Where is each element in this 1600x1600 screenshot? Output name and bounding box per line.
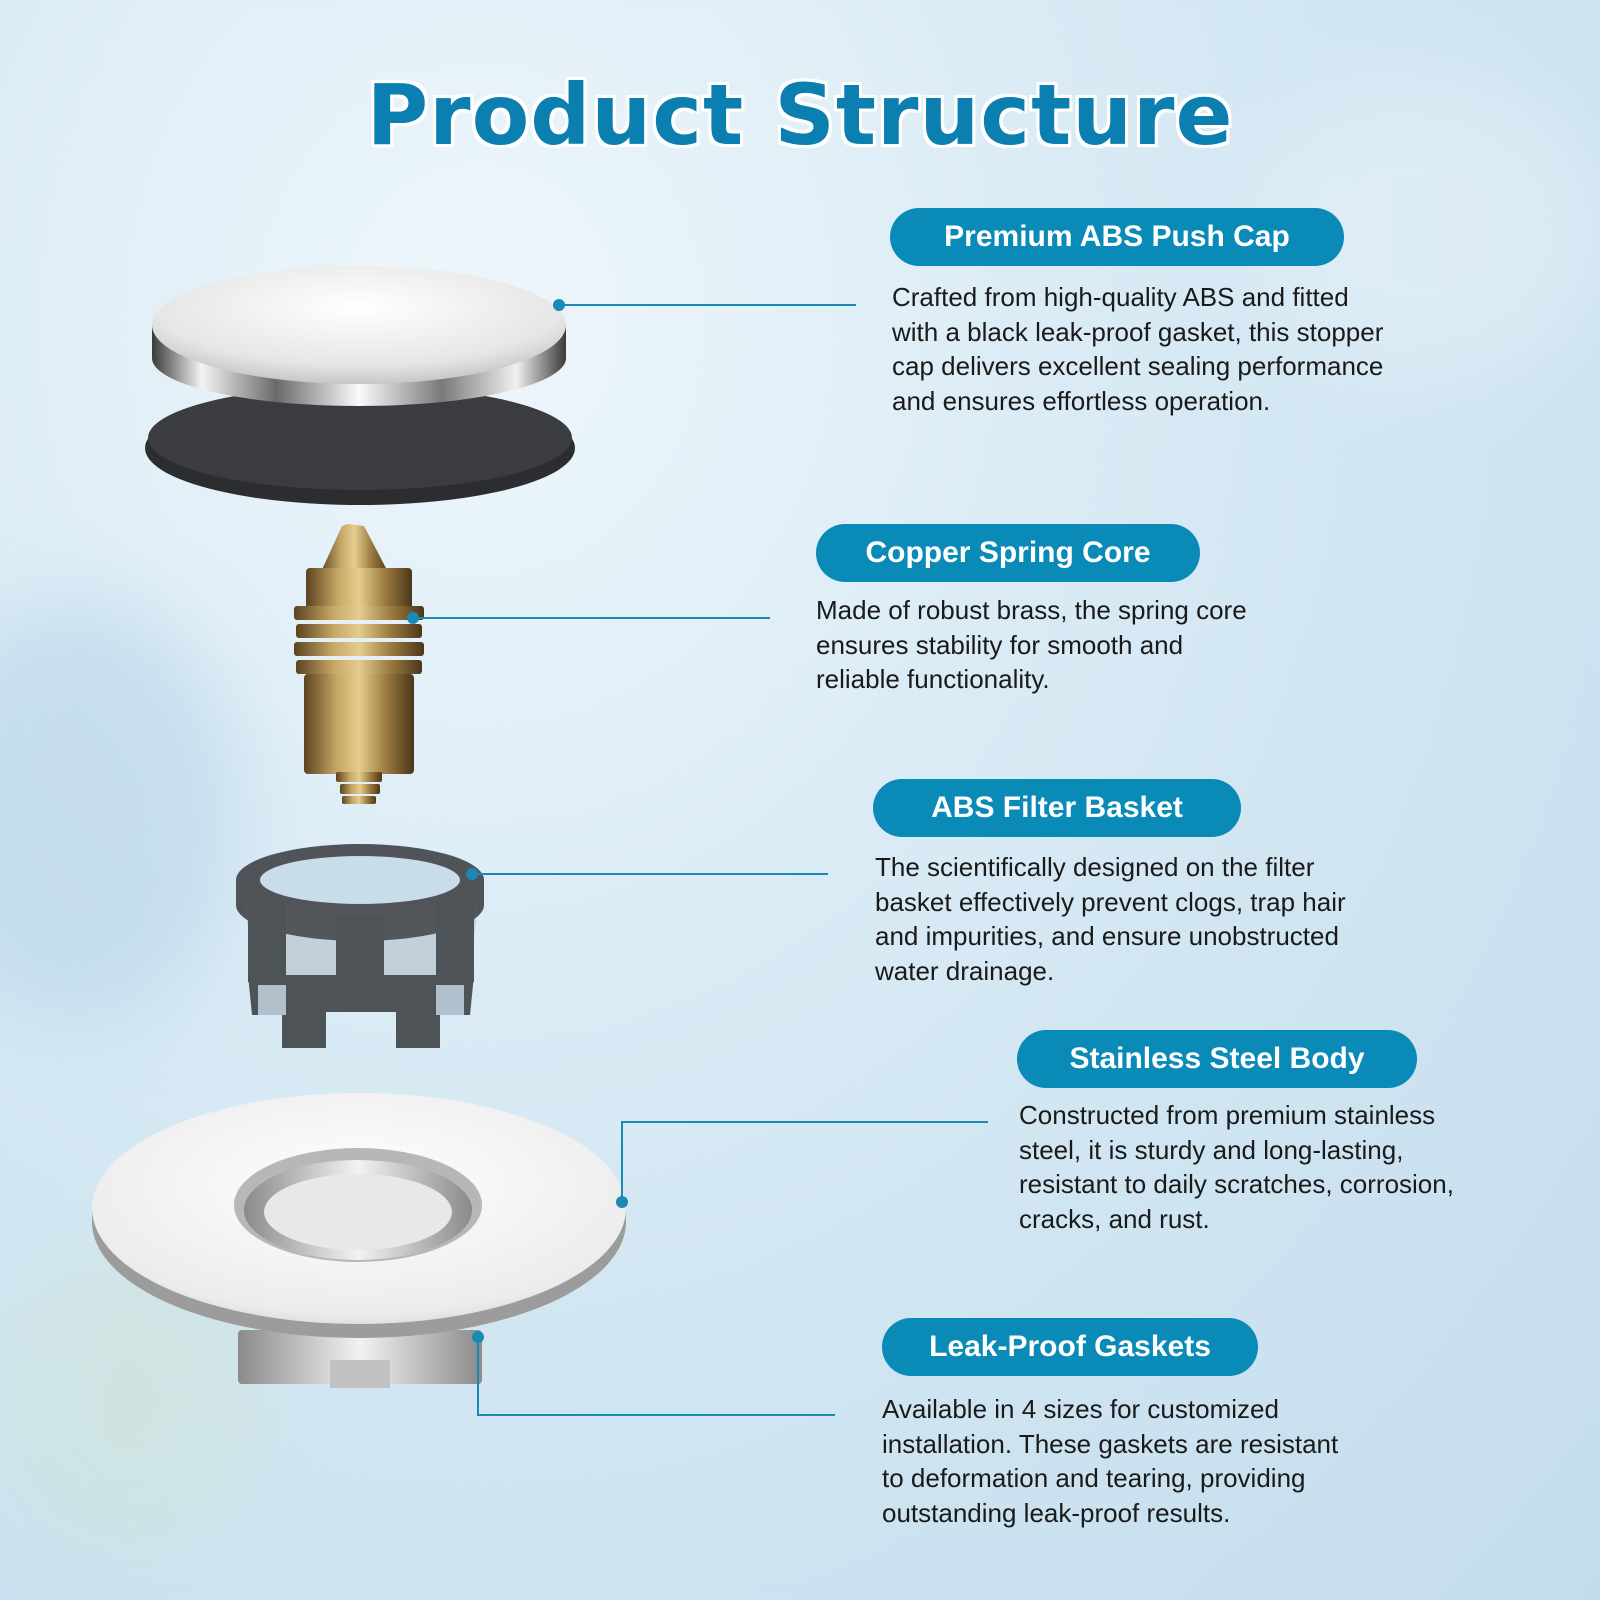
description-gaskets: Available in 4 sizes for customized inst… xyxy=(882,1392,1338,1530)
callout-dots xyxy=(407,299,628,1343)
description-line: with a black leak-proof gasket, this sto… xyxy=(892,316,1384,347)
description-line: steel, it is sturdy and long-lasting, xyxy=(1019,1134,1404,1165)
description-line: The scientifically designed on the filte… xyxy=(875,852,1315,882)
description-line: and impurities, and ensure unobstructed xyxy=(875,921,1339,951)
callout-line-gaskets xyxy=(477,1337,835,1416)
description-line: outstanding leak-proof results. xyxy=(882,1497,1231,1528)
push-cap-image xyxy=(145,266,575,505)
label-gaskets: Leak-Proof Gaskets xyxy=(882,1318,1258,1376)
description-line: and ensures effortless operation. xyxy=(892,385,1271,416)
description-line: resistant to daily scratches, corrosion, xyxy=(1019,1169,1454,1199)
description-line: Made of robust brass, the spring core xyxy=(816,595,1247,625)
description-line: cracks, and rust. xyxy=(1019,1203,1210,1234)
steel-body-image xyxy=(92,1093,626,1388)
description-line: cap delivers excellent sealing performan… xyxy=(892,351,1384,381)
label-spring-core: Copper Spring Core xyxy=(816,524,1200,582)
filter-basket-image xyxy=(236,844,484,1048)
description-line: Available in 4 sizes for customized xyxy=(882,1394,1279,1424)
description-line: basket effectively prevent clogs, trap h… xyxy=(875,886,1346,917)
description-line: installation. These gaskets are resistan… xyxy=(882,1428,1339,1459)
description-steel-body: Constructed from premium stainless steel… xyxy=(1019,1098,1454,1236)
description-line: Crafted from high-quality ABS and fitted xyxy=(892,282,1349,312)
description-filter-basket: The scientifically designed on the filte… xyxy=(875,850,1346,988)
label-push-cap: Premium ABS Push Cap xyxy=(890,208,1344,266)
description-line: to deformation and tearing, providing xyxy=(882,1463,1306,1493)
label-filter-basket: ABS Filter Basket xyxy=(873,779,1241,837)
spring-core-image xyxy=(294,524,424,804)
description-spring-core: Made of robust brass, the spring core en… xyxy=(816,593,1247,697)
label-steel-body: Stainless Steel Body xyxy=(1017,1030,1417,1088)
description-line: Constructed from premium stainless xyxy=(1019,1100,1436,1130)
description-line: water drainage. xyxy=(875,955,1055,986)
callout-line-steel-body xyxy=(621,1121,988,1202)
description-push-cap: Crafted from high-quality ABS and fitted… xyxy=(892,280,1383,418)
description-line: ensures stability for smooth and xyxy=(816,629,1184,660)
page-title: Product Structure xyxy=(366,66,1234,164)
callout-lines xyxy=(413,304,988,1416)
description-line: reliable functionality. xyxy=(816,664,1050,694)
